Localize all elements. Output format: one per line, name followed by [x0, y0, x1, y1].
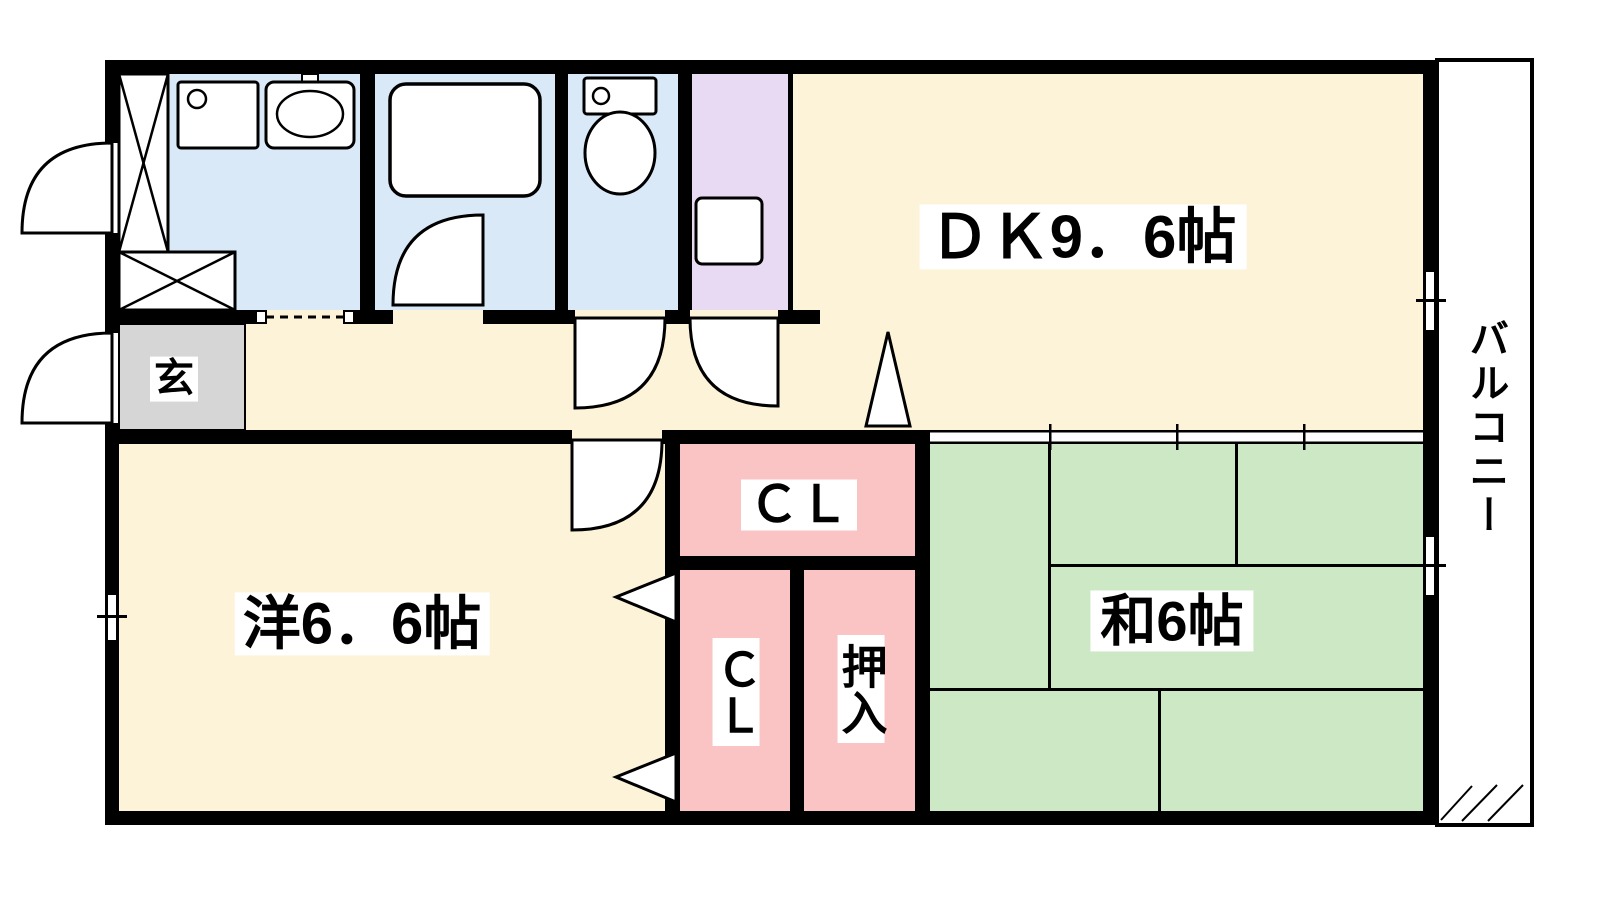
- japanese-room-label: 和6帖: [1090, 590, 1254, 652]
- door-swings: [20, 141, 780, 532]
- meter-box: [117, 250, 237, 312]
- window-left: [97, 595, 127, 640]
- kitchen-floor: [692, 74, 788, 310]
- kitchen-sink-icon: [694, 196, 764, 266]
- washbasin-icon: [264, 73, 356, 150]
- door-triangles: [612, 331, 912, 805]
- door-triangle-closet-lower: [612, 750, 678, 805]
- walls: [105, 60, 1437, 825]
- fusuma-opening: [930, 424, 1423, 450]
- pipe-shaft: [117, 72, 170, 254]
- closet-top-label: ＣＬ: [741, 479, 857, 531]
- door-arc-dk: [688, 316, 780, 408]
- door-arc-meter: [20, 141, 114, 235]
- western-room-label: 洋6．6帖: [234, 592, 490, 656]
- wall-top: [105, 60, 1437, 74]
- laundry-pan-icon: [176, 80, 260, 150]
- toilet-icon: [582, 76, 658, 196]
- entrance-label: 玄: [150, 356, 198, 402]
- balcony-label: バルコニー: [1463, 312, 1507, 544]
- door-triangle-hall-dk: [864, 331, 912, 428]
- bathtub-icon: [388, 82, 542, 198]
- tatami-lines: [930, 444, 1423, 811]
- door-arc-toilet: [573, 316, 667, 410]
- wall-bottom: [105, 811, 1437, 825]
- door-arc-bathroom: [391, 213, 485, 307]
- closet-side-label: ＣＬ: [710, 638, 762, 746]
- door-arc-western-room: [570, 438, 664, 532]
- oshiire-label: 押入: [835, 635, 887, 743]
- balcony-partition-hatch: [1440, 784, 1524, 822]
- window-right-washitsu: [1416, 537, 1446, 595]
- window-right-dk: [1416, 272, 1446, 330]
- door-triangle-closet-upper: [612, 570, 678, 625]
- dk-room-label: ＤＫ9．6帖: [919, 204, 1247, 270]
- washroom-sliding-door: [255, 310, 355, 324]
- door-arc-entrance: [20, 331, 114, 425]
